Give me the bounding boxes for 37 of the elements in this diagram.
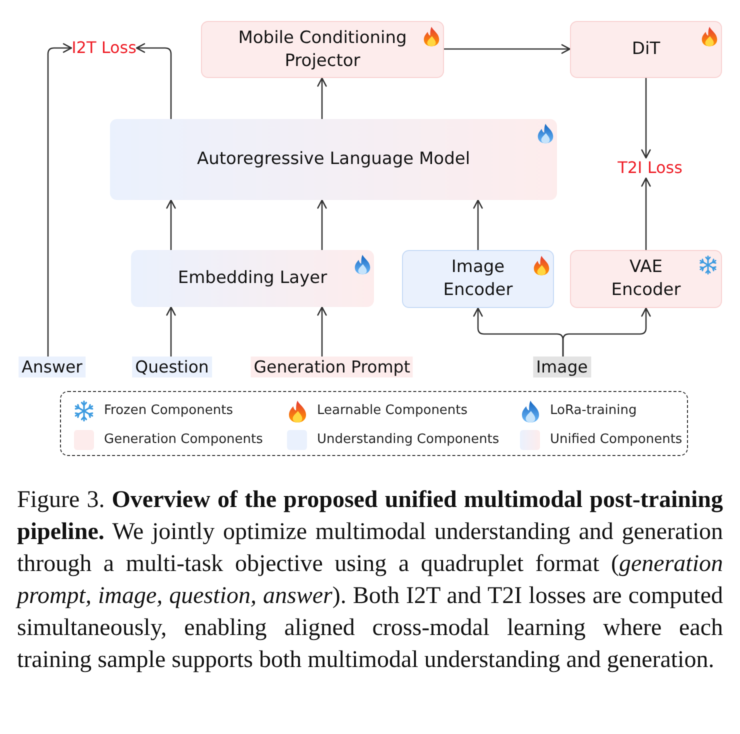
legend-label: Unified Components xyxy=(550,432,682,448)
arrow xyxy=(317,306,327,356)
arrow xyxy=(166,306,176,356)
input-label: Answer xyxy=(18,356,86,378)
arrow xyxy=(47,43,72,356)
module-box xyxy=(201,21,444,78)
node-label: Image Encoder xyxy=(442,256,514,302)
node-label: Autoregressive Language Model xyxy=(196,148,470,171)
node-label: DiT xyxy=(632,38,660,61)
arrow xyxy=(166,200,176,250)
arrow xyxy=(317,78,327,119)
arrow xyxy=(641,78,651,158)
module-box xyxy=(402,250,554,308)
node-label: Mobile Conditioning Projector xyxy=(237,26,408,72)
legend-label: Generation Components xyxy=(104,432,263,448)
node-label: VAE Encoder xyxy=(610,256,682,302)
legend-label: LoRa-training xyxy=(550,403,637,419)
figure-caption: Figure 3. Overview of the proposed unified multimodal post-training pipeline. We jointly optimize multimodal understanding and generation through a multi-task objective using a quadruplet format (generation prompt, image, question, answer). Both I2T and T2I losses are computed simultaneously, enabling aligned cross-modal learning where each training sample supports both multimodal understanding and generation. xyxy=(17,486,723,675)
loss-label: I2T Loss xyxy=(72,38,136,58)
legend-label: Learnable Components xyxy=(317,403,468,419)
arrow xyxy=(136,43,172,119)
module-box xyxy=(110,119,557,200)
arrow xyxy=(444,44,570,54)
arrow xyxy=(641,178,651,250)
module-box xyxy=(131,250,374,307)
arrow xyxy=(473,200,483,250)
module-box xyxy=(570,21,722,78)
input-label: Question xyxy=(132,356,212,378)
arrow xyxy=(317,200,327,250)
input-label: Image xyxy=(533,356,591,378)
input-label: Generation Prompt xyxy=(250,356,414,378)
legend-label: Frozen Components xyxy=(104,403,233,419)
arrow xyxy=(562,308,651,356)
legend-label: Understanding Components xyxy=(317,432,500,448)
module-box xyxy=(570,250,722,308)
node-label: Embedding Layer xyxy=(178,267,328,290)
loss-label: T2I Loss xyxy=(618,158,682,178)
